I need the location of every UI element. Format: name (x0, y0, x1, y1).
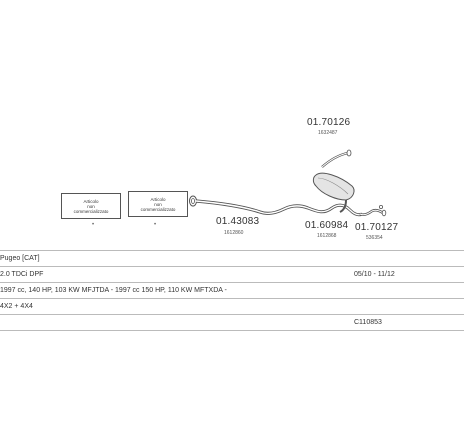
part-ref-front-pipe: 1612860 (224, 230, 244, 236)
drive-type: 4X2 + 4X4 (0, 303, 33, 310)
hanger (378, 204, 383, 209)
tail-pipe (359, 208, 387, 217)
production-dates: 05/10 - 11/12 (354, 271, 395, 278)
note-line: Articolo (83, 198, 99, 204)
exhaust-drawing (189, 149, 387, 217)
front-flange (189, 195, 197, 207)
part-code-tail-pipe[interactable]: 01.70127 (355, 222, 399, 233)
note-box-2: Articolo non commercializzato (128, 191, 188, 217)
engine-specs: 1997 cc, 140 HP, 103 KW MFJTDA - 1997 cc… (0, 287, 227, 294)
info-row-specs: 1997 cc, 140 HP, 103 KW MFJTDA - 1997 cc… (0, 283, 464, 299)
info-row-drive: 4X2 + 4X4 (0, 299, 464, 315)
note-line: non (154, 201, 162, 207)
part-ref-rear-muffler: 1632487 (318, 130, 338, 136)
part-code-rear-muffler[interactable]: 01.70126 (307, 117, 351, 128)
note-box-1: Articolo non commercializzato (61, 193, 121, 219)
part-ref-tail-pipe: 536354 (366, 235, 383, 241)
note-line: non (87, 203, 95, 209)
system-code: C110853 (354, 319, 382, 326)
vehicle-info-table: Pugeo [CAT] 2.0 TDCi DPF 05/10 - 11/12 1… (0, 250, 464, 331)
bullet-dot: • (154, 222, 157, 228)
info-row-model: Pugeo [CAT] (0, 251, 464, 267)
note-line: commercializzato (140, 206, 176, 212)
bullet-dot: • (92, 222, 95, 228)
note-line: commercializzato (73, 208, 109, 214)
exhaust-diagram: Articolo non commercializzato Articolo n… (61, 117, 399, 241)
model-name: Pugeo [CAT] (0, 255, 40, 262)
part-code-front-pipe[interactable]: 01.43083 (216, 216, 260, 227)
engine-type: 2.0 TDCi DPF (0, 271, 44, 278)
note-line: Articolo (150, 196, 166, 202)
rear-muffler (312, 149, 355, 213)
info-row-engine: 2.0 TDCi DPF 05/10 - 11/12 (0, 267, 464, 283)
part-code-center-pipe[interactable]: 01.60984 (305, 220, 349, 231)
info-row-code: C110853 (0, 315, 464, 331)
part-ref-center-pipe: 1612868 (317, 233, 337, 239)
